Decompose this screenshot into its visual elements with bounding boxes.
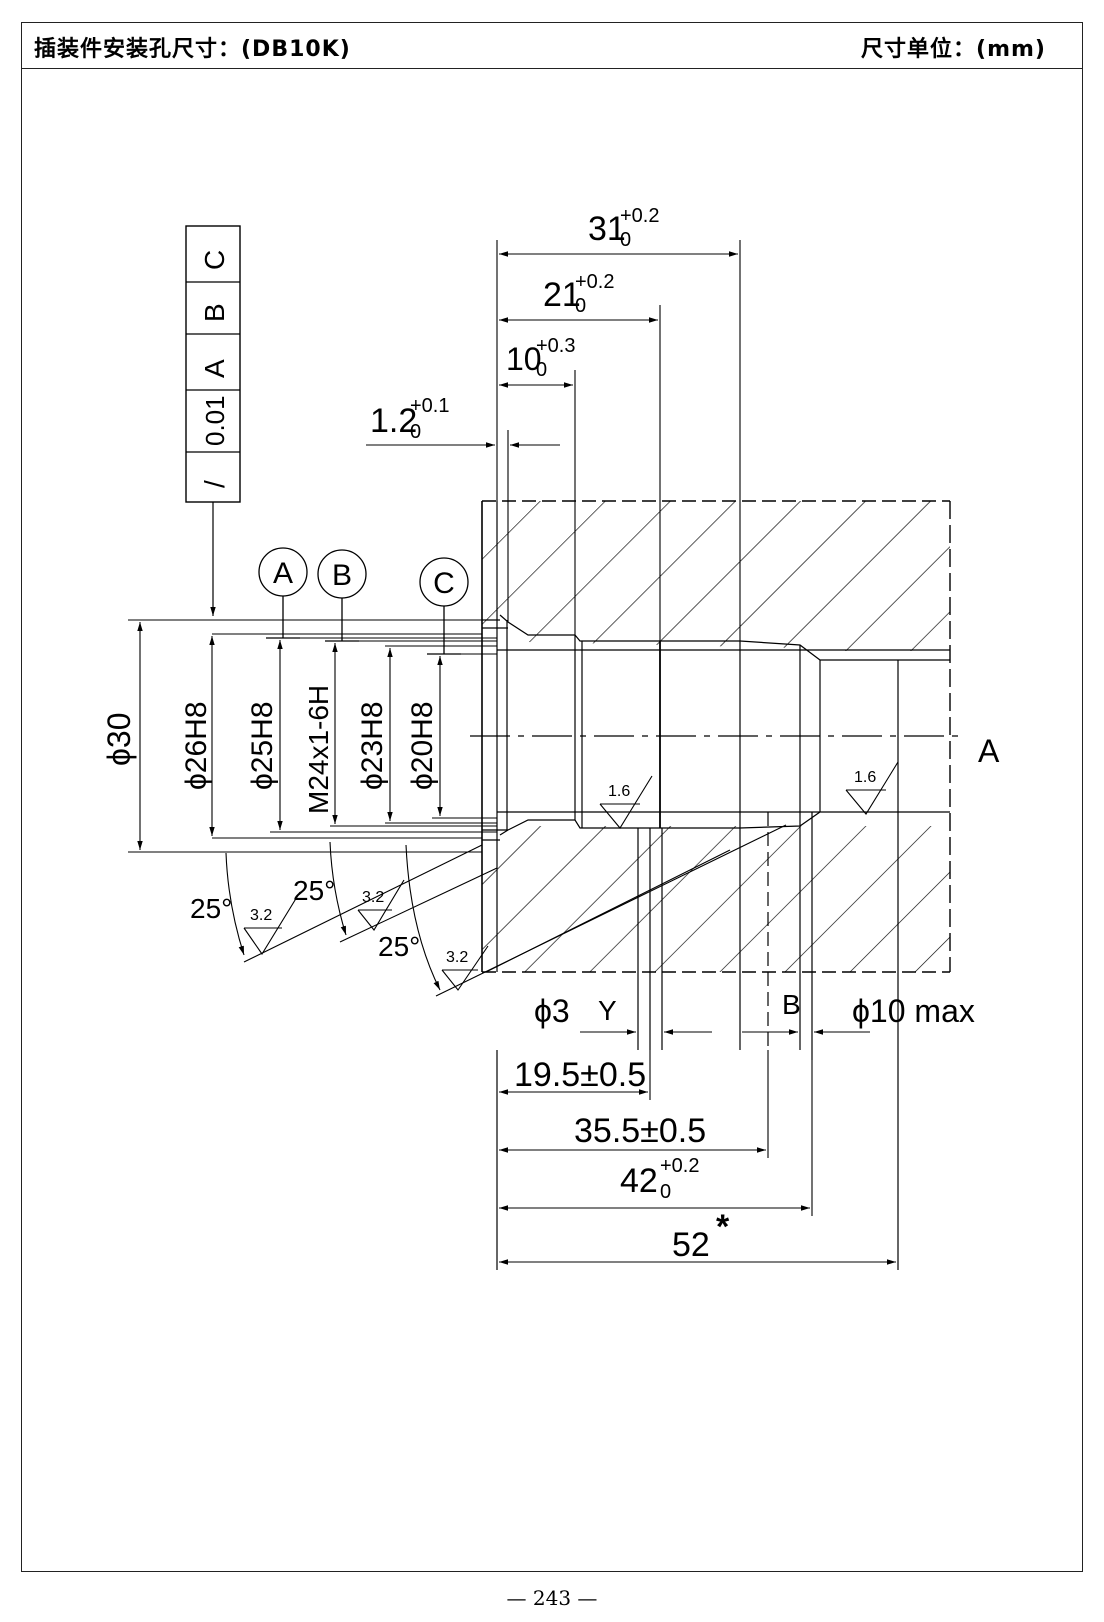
dim-31-upper: +0.2 [620,205,659,227]
top-dimensions [366,240,741,641]
label-d30: ϕ30 [101,712,137,766]
dim-10-main: 10 [506,341,542,377]
tolerance-datum-c: C [199,250,230,270]
dim-42-upper: +0.2 [660,1155,699,1177]
label-d10max: ϕ10 max [852,993,975,1029]
tolerance-datum-b: B [199,303,230,322]
axis-label: A [978,733,1000,769]
angle-label-1: 25° [190,893,232,924]
angle-label-3: 25° [378,931,420,962]
label-d23h8: ϕ23H8 [356,701,389,790]
dim-1-2-lower: 0 [410,421,421,443]
roughness-4: 1.6 [608,783,630,800]
tolerance-frame: / 0.01 A B C [185,225,241,616]
dim-21-lower: 0 [575,295,586,317]
header-unit: 尺寸单位：(mm) [861,37,1046,62]
label-d26h8: ϕ26H8 [180,701,213,790]
dim-21-upper: +0.2 [575,271,614,293]
dim-1-2: 1.2 +0.1 0 [370,395,449,443]
dim-52: 52 * [672,1208,730,1264]
roughness-1: 3.2 [250,907,272,924]
roughness-symbols [243,761,899,991]
dim-10: 10 +0.3 0 [506,335,575,381]
datum-circle-a: A [273,557,293,590]
diameter-dimensions [137,622,443,850]
chamfer-lines [225,824,787,997]
dim-1-2-upper: +0.1 [410,395,449,417]
header-title: 插装件安装孔尺寸：(DB10K) [34,37,351,62]
bottom-dimension-lines [499,1029,896,1265]
tolerance-datum-a: A [199,359,230,378]
tolerance-value: 0.01 [200,395,230,446]
page-frame: 插装件安装孔尺寸：(DB10K) 尺寸单位：(mm) [21,22,1083,1572]
datum-circle-c: C [433,567,455,600]
label-d20h8: ϕ20H8 [406,701,439,790]
dim-10-upper: +0.3 [536,335,575,357]
dim-52-main: 52 [672,1226,710,1264]
dim-21: 21 +0.2 0 [543,271,614,317]
angle-label-2: 25° [293,875,335,906]
bore-profile [482,614,950,1270]
datum-circles [258,547,469,655]
dim-1-2-main: 1.2 [370,402,417,440]
dim-42-main: 42 [620,1162,658,1200]
dim-31-lower: 0 [620,229,631,251]
dim-35-5: 35.5±0.5 [574,1112,706,1150]
body-section [481,500,951,973]
label-d25h8: ϕ25H8 [246,701,279,790]
label-m24: M24x1-6H [303,685,334,814]
dim-42-lower: 0 [660,1181,671,1203]
header-bar: 插装件安装孔尺寸：(DB10K) 尺寸单位：(mm) [22,23,1082,69]
roughness-3: 3.2 [446,949,468,966]
label-b: B [782,989,801,1020]
dim-21-main: 21 [543,276,581,314]
dim-10-lower: 0 [536,359,547,381]
page-number: — 243 — [506,1586,598,1610]
roughness-5: 1.6 [854,769,876,786]
roughness-2: 3.2 [362,889,384,906]
label-d3: ϕ3 [534,993,570,1029]
dim-31-main: 31 [588,210,626,248]
tolerance-symbol: / [199,480,230,488]
dim-42: 42 +0.2 0 [620,1155,699,1203]
dim-19-5: 19.5±0.5 [514,1056,646,1094]
label-y: Y [598,995,617,1026]
datum-circle-b: B [332,559,352,592]
dim-52-mark: * [716,1208,730,1246]
dim-31: 31 +0.2 0 [588,205,659,251]
